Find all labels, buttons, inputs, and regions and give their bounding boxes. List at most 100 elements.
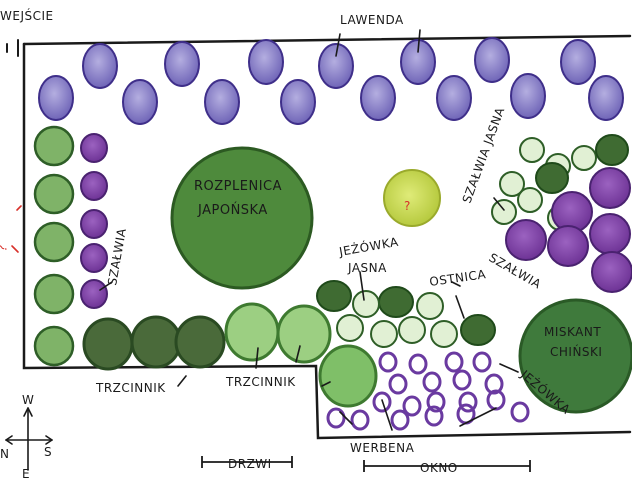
szalwia-jasna-plant [517,187,543,213]
lavender-plant [400,39,436,85]
compass-west: W [22,393,34,407]
werbena-plant [390,409,410,431]
trzcinnik-plant [82,317,134,371]
jezowka-jasna-label-2: JASNA [347,261,387,275]
lavender-plant [82,43,118,89]
werbena-label: WERBENA [350,441,415,455]
trzcinnik-row [82,302,378,408]
lavender-plant [318,43,354,89]
werbena-plant [408,353,428,375]
ostnica-plant [378,286,414,318]
lavender-plant [204,79,240,125]
trzcinnik-right-label: TRZCINNIK [225,375,296,389]
door-dimension [201,456,293,468]
szalwia-jasna-label: SZAŁWIA JASNA [460,105,508,205]
question-mark-left: ? [0,243,10,252]
miskant-label-1: MISKANT [544,325,601,339]
werbena-plant [472,351,492,373]
rozplenica-plant [170,146,314,290]
miskant-label-2: CHIŃSKI [550,344,602,359]
entrance-label: WEJŚCIE [0,8,54,23]
rozplenica-label-1: ROZPLENICA [194,179,282,194]
unknown-plant [383,169,441,227]
jezowka-jasna-plant [416,292,444,320]
green-plant [33,273,75,315]
jezowka-jasna-plant [430,320,458,348]
szalwia-plant [547,225,589,267]
werbena-plant [326,407,346,429]
compass-east: E [22,467,30,480]
garden-boundary [6,34,632,440]
werbena-plant [422,371,442,393]
szalwia-plant [589,167,631,209]
green-plant [33,173,75,215]
green-plant [33,325,75,367]
trzcinnik-plant [276,304,332,364]
szalwia-plant [505,219,547,261]
lavender-plant [588,75,624,121]
szalwia-left-label: SZAŁWIA [105,227,129,287]
trzcinnik-left-label: TRZCINNIK [95,381,166,395]
lavender-plant [280,79,316,125]
ostnica-plant [535,162,569,194]
lavender-plant [436,75,472,121]
werbena-plant [378,351,398,373]
trzcinnik-plant [130,315,182,369]
red-marker-left [11,205,22,253]
werbena-plant [444,351,464,373]
pointer-lines [99,29,519,431]
jezowka-jasna-plant [352,290,380,318]
lavender-row [38,37,624,125]
lavender-plant [248,39,284,85]
szalwia-jasna-plant [571,145,597,171]
werbena-plant [424,405,444,427]
lavender-plant [164,41,200,87]
werbena-plant [426,391,446,413]
werbena-plant [486,389,506,411]
lavender-plant [510,73,546,119]
lavender-label: LAWENDA [340,13,404,27]
window-dimension [363,460,531,472]
szalwia-plant [80,209,108,239]
lavender-plant [360,75,396,121]
szalwia-plant [591,251,632,293]
jezowka-jasna-plant [370,320,398,348]
szalwia-plant [589,213,631,255]
ostnica-plant [595,134,629,166]
werbena-plant [458,391,478,413]
werbena-plant [388,373,408,395]
lavender-plant [560,39,596,85]
lavender-plant [38,75,74,121]
jezowka-jasna-plant [398,316,426,344]
compass-south: S [44,445,52,459]
left-column [33,125,108,367]
szalwia-jasna-plant [519,137,545,163]
window-label: OKNO [420,461,458,475]
jezowka-jasna-label-1: JEŻÓWKA [337,234,400,259]
rozplenica-label-2: JAPOŃSKA [197,202,268,218]
door-label: DRZWI [228,457,272,471]
trzcinnik-plant [318,344,378,408]
werbena-plant [510,401,530,423]
jezowka-jasna-plant [336,314,364,342]
werbena-plant [402,395,422,417]
ostnica-plant [316,280,352,312]
szalwia-plant [80,171,108,201]
werbena-rings [326,351,530,431]
szalwia-jasna-plant [491,199,517,225]
question-mark: ? [404,199,411,213]
szalwia-plant [80,133,108,163]
werbena-plant [484,373,504,395]
werbena-plant [372,391,392,413]
trzcinnik-plant [174,315,226,369]
miskant-plant [518,298,632,414]
szalwia-jasna-plant [499,171,525,197]
bottom-cluster [316,280,496,348]
compass [5,407,53,471]
werbena-plant [350,409,370,431]
szalwia-plant [80,243,108,273]
lavender-plant [122,79,158,125]
right-cluster [491,134,632,293]
ostnica-plant [460,314,496,346]
